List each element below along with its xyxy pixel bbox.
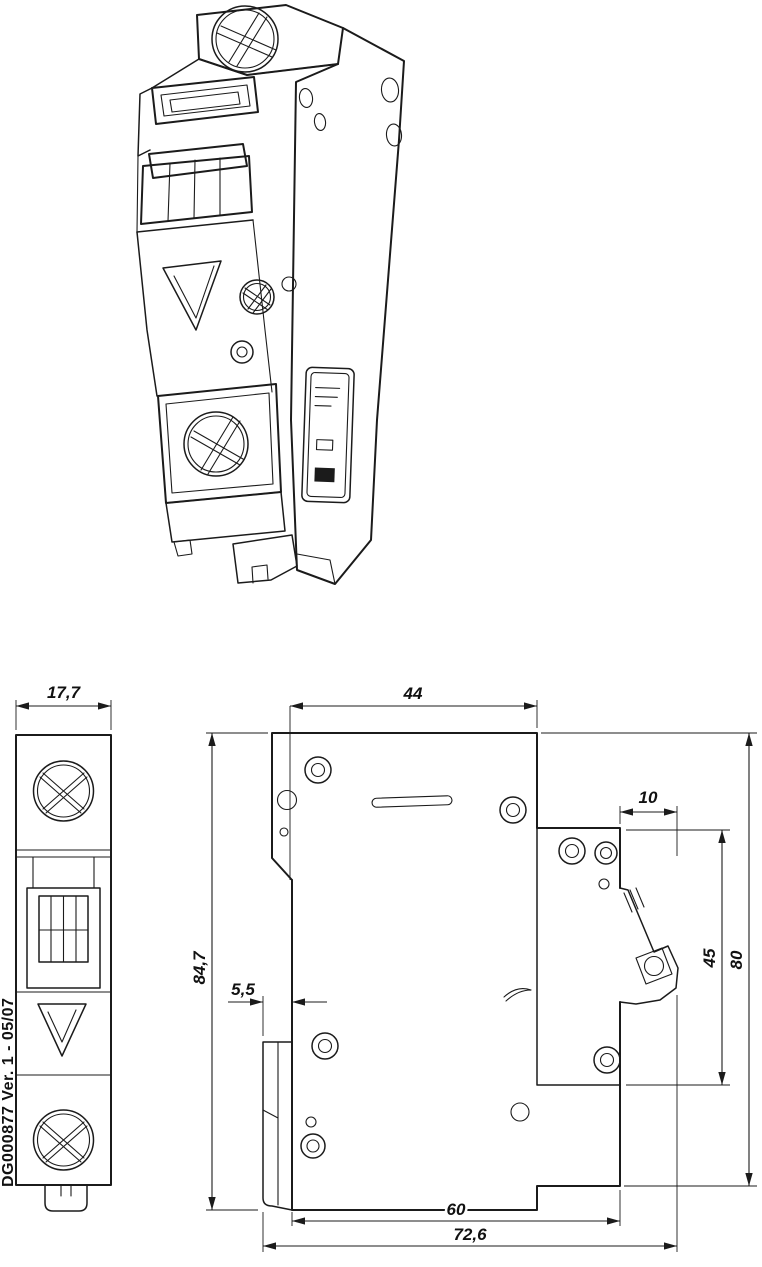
dim-top-depth: 44: [289, 682, 538, 880]
side-view: 44 10 84,7 5,5 45: [188, 682, 757, 1252]
small-boss-center: [236, 346, 248, 358]
curved-slot: [503, 988, 532, 1002]
dim-front-width: 17,7: [15, 681, 112, 730]
flange-hole: [298, 87, 314, 109]
iso-lower-terminal: [157, 383, 282, 504]
rivet-hole: [281, 276, 297, 292]
front-din-tab: [44, 1184, 88, 1212]
dim-front-width-label: 17,7: [47, 683, 82, 702]
dim-top-depth-label: 44: [403, 684, 423, 703]
iso-lower-screw-icon: [183, 411, 249, 477]
flange-hole: [313, 112, 327, 132]
isometric-view: [136, 4, 405, 585]
iso-center-screw-icon: [239, 279, 275, 315]
dim-clip-extension-label: 10: [639, 788, 658, 807]
dim-body-depth: 60: [291, 1190, 621, 1226]
front-view: 17,7 DG000877 Ver. 1 - 05/07: [0, 681, 112, 1212]
front-toggle-switch: [26, 856, 101, 989]
dim-rear-height-label: 80: [727, 950, 746, 969]
iso-top-screw-icon: [211, 5, 279, 73]
dim-body-depth-label: 60: [447, 1200, 466, 1219]
dim-overall-height: 84,7: [188, 732, 268, 1211]
iso-upper-terminal: [136, 76, 259, 233]
front-bottom-screw-icon: [32, 1109, 95, 1171]
vent-slot: [371, 795, 453, 808]
dim-din-height: 45: [626, 829, 730, 1086]
dim-rear-height: 80: [541, 732, 757, 1187]
small-boss: [230, 340, 254, 364]
iso-din-foot: [165, 491, 298, 584]
flange-hole: [385, 123, 403, 147]
side-body-outline: [271, 732, 621, 1211]
side-holes: [276, 756, 621, 1159]
dim-claw-offset-label: 5,5: [231, 980, 255, 999]
side-rail-clip: [619, 887, 679, 1005]
front-body-outline: [15, 734, 112, 1186]
dim-overall-depth-label: 72,6: [453, 1225, 487, 1244]
iso-toggle-lever: [136, 143, 254, 233]
dim-claw-offset: 5,5: [228, 978, 327, 1036]
front-logo-mark: [37, 1003, 87, 1057]
drawing-number: DG000877 Ver. 1 - 05/07: [0, 998, 17, 1187]
flange-hole: [380, 77, 400, 103]
iso-logo-mark: [162, 260, 222, 331]
front-divider-lines: [15, 849, 112, 1076]
iso-label-plate: [301, 366, 355, 504]
iso-front-face: [136, 219, 275, 397]
side-din-claw: [262, 1041, 293, 1211]
dim-overall-depth: 72,6: [262, 995, 678, 1252]
dim-clip-extension: 10: [619, 786, 678, 856]
dim-din-height-label: 45: [700, 948, 719, 968]
iso-side-panel: [281, 27, 405, 585]
dim-overall-height-label: 84,7: [190, 950, 209, 985]
front-top-screw-icon: [32, 760, 95, 822]
